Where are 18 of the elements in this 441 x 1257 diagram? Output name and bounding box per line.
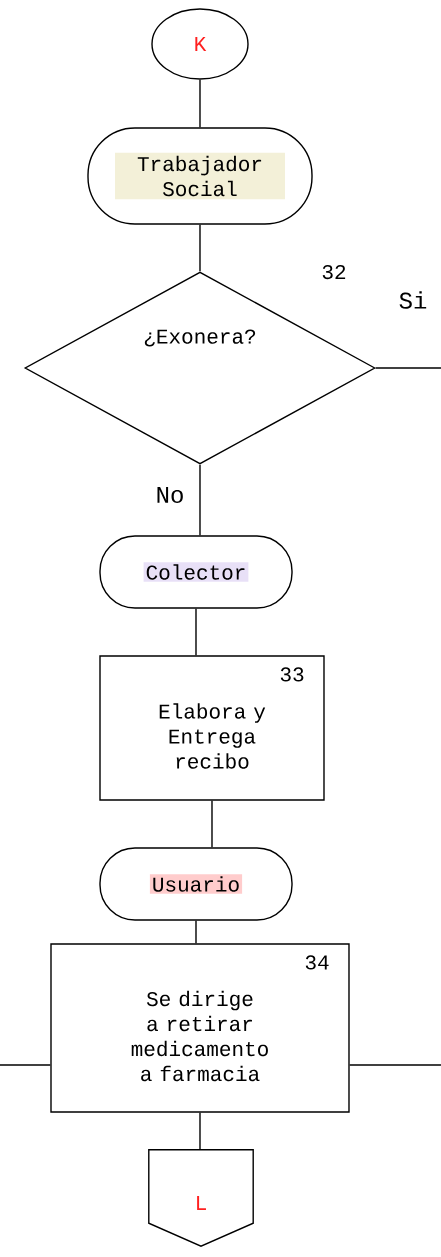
off-page-connector: L xyxy=(148,1149,254,1247)
role-box: Trabajador Social xyxy=(87,127,313,225)
connector-line xyxy=(199,464,201,536)
role-box: Usuario xyxy=(99,847,293,921)
connector-line xyxy=(0,1064,51,1066)
process-box: 33 Elabora y Entrega recibo xyxy=(99,655,325,801)
edge-label: No xyxy=(157,487,183,504)
connector-line xyxy=(195,608,197,656)
role-box: Colector xyxy=(99,535,293,609)
process-box: 34 Se dirige a retirar medicamento a farmacia xyxy=(50,943,350,1113)
edge-label: Si xyxy=(399,291,427,309)
connector-line xyxy=(199,1112,201,1151)
connector-line xyxy=(199,79,201,128)
connector-line xyxy=(199,224,201,272)
connector-line xyxy=(195,920,197,944)
connector-line xyxy=(375,367,441,369)
connector-line xyxy=(349,1064,441,1066)
connector-line xyxy=(211,800,213,848)
